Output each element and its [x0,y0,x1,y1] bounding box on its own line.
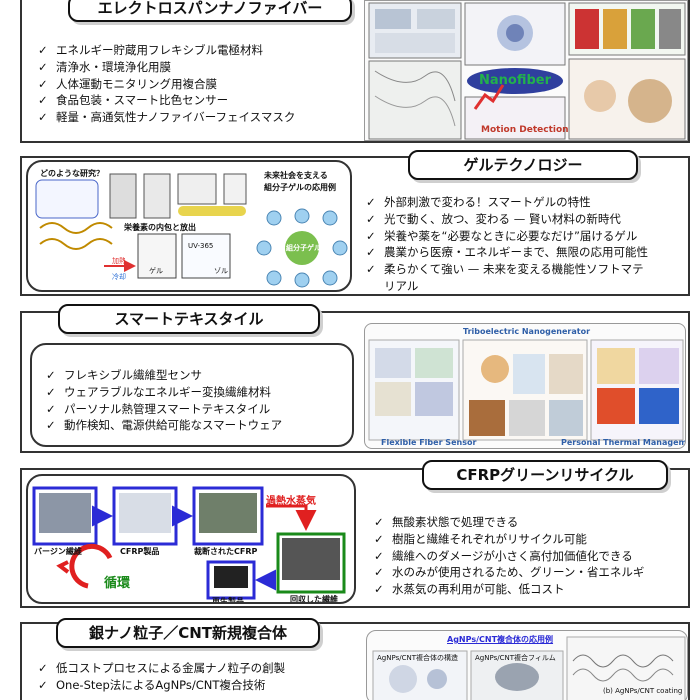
cfrp-bullets: ✓無酸素状態で処理できる ✓樹脂と繊維それぞれがリサイクル可能 ✓繊維へのダメー… [374,514,644,598]
tribo-label: Triboelectric Nanogenerator [463,327,591,336]
list-item: ✓水のみが使用されるため、グリーン・省エネルギ [374,565,645,580]
silver-figure-header: AgNPs/CNT複合体の応用例 [447,635,554,644]
check-icon: ✓ [366,245,376,260]
cycle-label: 循環 [104,576,131,591]
silver-bullets: ✓低コストプロセスによる金属ナノ粒子の創製 ✓One-Step法によるAgNPs… [38,660,285,694]
recovered-label: 回収した繊維 [290,595,338,604]
list-item: ✓農業から医療・エネルギーまで、無限の応用可能性 [366,245,649,260]
list-item: ✓繊維へのダメージが小さく高付加価値化できる [374,548,633,563]
list-item: ✓エネルギー貯蔵用フレキシブル電極材料 [38,43,263,57]
textile-bullet-box [30,343,354,447]
gel-bullets: ✓外部刺激で変わる！スマートゲルの特性 ✓光で動く、放つ、変わる — 賢い材料の… [366,194,648,295]
cfrp-figure: バージン繊維 CFRP製品 裁断されたCFRP 過熱水蒸気 回収した繊維 再生製… [26,474,356,604]
list-item: ✓軽量・高通気性ナノファイバーフェイスマスク [38,110,296,125]
silver-title: 銀ナノ粒子／CNT新規複合体 [56,618,320,648]
list-item: ✓栄養や薬を“必要なときに必要なだけ”届けるゲル [366,228,638,243]
check-icon: ✓ [38,43,48,57]
list-item: ✓食品包装・スマート比色センサー [38,93,229,108]
list-item: ✓動作検知、電源供給可能なスマートウェア [46,418,283,433]
check-icon: ✓ [38,76,48,91]
textile-title: スマートテキスタイル [58,304,320,334]
list-item: ✓フレキシブル繊維型センサ [46,368,202,382]
list-item: リアル [384,278,419,293]
check-icon: ✓ [374,515,384,529]
heat-label: 加熱 [112,257,126,265]
product-label: CFRP製品 [120,547,160,556]
list-item: ✓外部刺激で変わる！スマートゲルの特性 [366,195,591,209]
check-icon: ✓ [366,262,376,277]
check-icon: ✓ [366,195,376,209]
silver-sub1: AgNPs/CNT複合体の構造 [377,654,458,662]
textile-panel: スマートテキスタイル ✓フレキシブル繊維型センサ ✓ウェアラブルなエネルギー変換… [20,304,690,453]
cool-label: 冷却 [112,273,126,281]
check-icon: ✓ [374,531,384,546]
list-item: ✓パーソナル熱管理スマートテキスタイル [46,401,271,416]
silver-collage [372,636,686,700]
electrospun-collage [368,2,686,140]
list-item: ✓柔らかくて強い — 未来を変える機能性ソフトマテ [366,262,644,277]
fiber-sensor-label: Flexible Fiber Sensor [381,438,477,447]
electrospun-panel: エレクトロスパンナノファイバー ✓エネルギー貯蔵用フレキシブル電極材料 ✓清浄水… [20,0,690,143]
list-item: ✓One-Step法によるAgNPs/CNT複合技術 [38,677,266,692]
future-title: 未来社会を支える [264,171,328,180]
crushed-label: 裁断されたCFRP [194,547,258,556]
silver-sub3: (b) AgNPs/CNT coating [603,687,683,695]
list-item: ✓低コストプロセスによる金属ナノ粒子の創製 [38,661,286,675]
check-icon: ✓ [46,368,56,382]
check-icon: ✓ [366,228,376,243]
check-icon: ✓ [38,110,48,125]
list-item: ✓水蒸気の再利用が可能、低コスト [374,582,565,597]
textile-collage [368,339,684,441]
gel-question: どのような研究？ [40,169,104,178]
silver-sub2: AgNPs/CNT複合フィルム [475,654,556,662]
check-icon: ✓ [38,677,48,692]
nanofiber-label: Nanofiber [478,73,551,88]
textile-bullets: ✓フレキシブル繊維型センサ ✓ウェアラブルなエネルギー変換繊維材料 ✓パーソナル… [46,367,282,434]
virgin-label: バージン繊維 [34,547,82,556]
check-icon: ✓ [46,401,56,416]
steam-label: 過熱水蒸気 [266,496,316,507]
list-item: ✓清浄水・環境浄化用膜 [38,59,171,74]
list-item: ✓ウェアラブルなエネルギー変換繊維材料 [46,384,271,399]
check-icon: ✓ [38,59,48,74]
electrospun-title: エレクトロスパンナノファイバー [68,0,352,22]
cfrp-diagram [32,486,346,600]
cfrp-title: CFRPグリーンリサイクル [422,460,668,490]
silver-panel: 銀ナノ粒子／CNT新規複合体 ✓低コストプロセスによる金属ナノ粒子の創製 ✓On… [20,618,690,700]
check-icon: ✓ [374,582,384,597]
nutrient-label: 栄養素の内包と放出 [124,223,196,232]
check-icon: ✓ [38,93,48,108]
check-icon: ✓ [366,211,376,226]
cfrp-panel: バージン繊維 CFRP製品 裁断されたCFRP 過熱水蒸気 回収した繊維 再生製… [20,460,690,608]
check-icon: ✓ [374,565,384,580]
electrospun-bullets: ✓エネルギー貯蔵用フレキシブル電極材料 ✓清浄水・環境浄化用膜 ✓人体運動モニタ… [38,42,295,126]
uv-label: UV-365 [188,242,214,250]
silver-figure: AgNPs/CNT複合体の応用例 AgNPs/CNT複合体の構造 AgNPs/C… [366,630,688,700]
textile-figure: Triboelectric Nanogenerator Flexible Fib… [364,323,686,449]
list-item: ✓樹脂と繊維それぞれがリサイクル可能 [374,531,587,546]
motion-detection-label: Motion Detection [481,125,569,135]
gel-title: ゲルテクノロジー [408,150,638,180]
recycled-label: 再生製品 [212,597,244,604]
sol-word: ゾル [214,267,228,275]
gel-figure: どのような研究？ 未来社会を支える 組分子ゲルの応用例 組分子ゲル 栄養素の内包… [26,160,352,292]
thermal-label: Personal Thermal Management [561,438,686,447]
check-icon: ✓ [374,548,384,563]
check-icon: ✓ [38,661,48,675]
gel-panel: どのような研究？ 未来社会を支える 組分子ゲルの応用例 組分子ゲル 栄養素の内包… [20,150,690,296]
check-icon: ✓ [46,384,56,399]
future-subtitle: 組分子ゲルの応用例 [264,183,336,192]
list-item: ✓無酸素状態で処理できる [374,515,519,529]
gel-center-label: 組分子ゲル [286,244,321,252]
list-item: ✓人体運動モニタリング用複合膜 [38,76,217,91]
gel-diagram [35,173,348,288]
electrospun-figure: Nanofiber Motion Detection [364,0,688,141]
gel-word: ゲル [149,267,163,275]
list-item: ✓光で動く、放つ、変わる — 賢い材料の新時代 [366,211,621,226]
check-icon: ✓ [46,418,56,433]
